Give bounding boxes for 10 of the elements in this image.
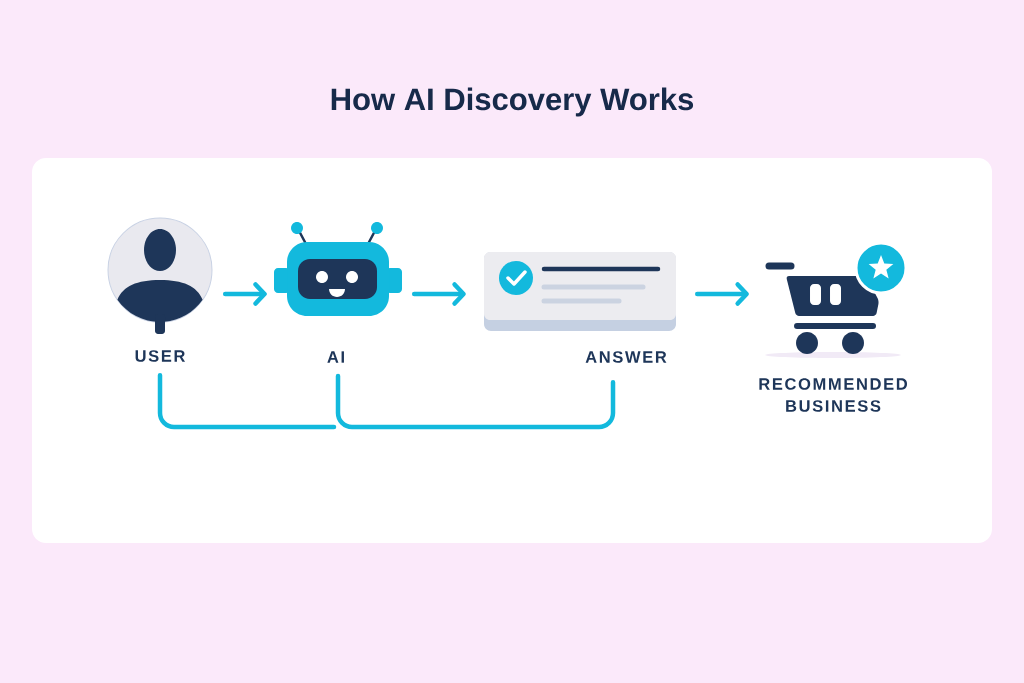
node-label: AI	[327, 351, 344, 363]
arrow	[694, 282, 749, 306]
node-label: ANSWER	[585, 351, 667, 363]
connector-line	[157, 373, 337, 430]
node-label: RECOMMENDED BUSINESS	[759, 378, 907, 412]
arrow	[222, 282, 267, 306]
connector-line	[335, 373, 616, 430]
arrow	[411, 282, 466, 306]
title: How AI Discovery Works	[331, 87, 694, 117]
node-label: USER	[135, 350, 186, 362]
